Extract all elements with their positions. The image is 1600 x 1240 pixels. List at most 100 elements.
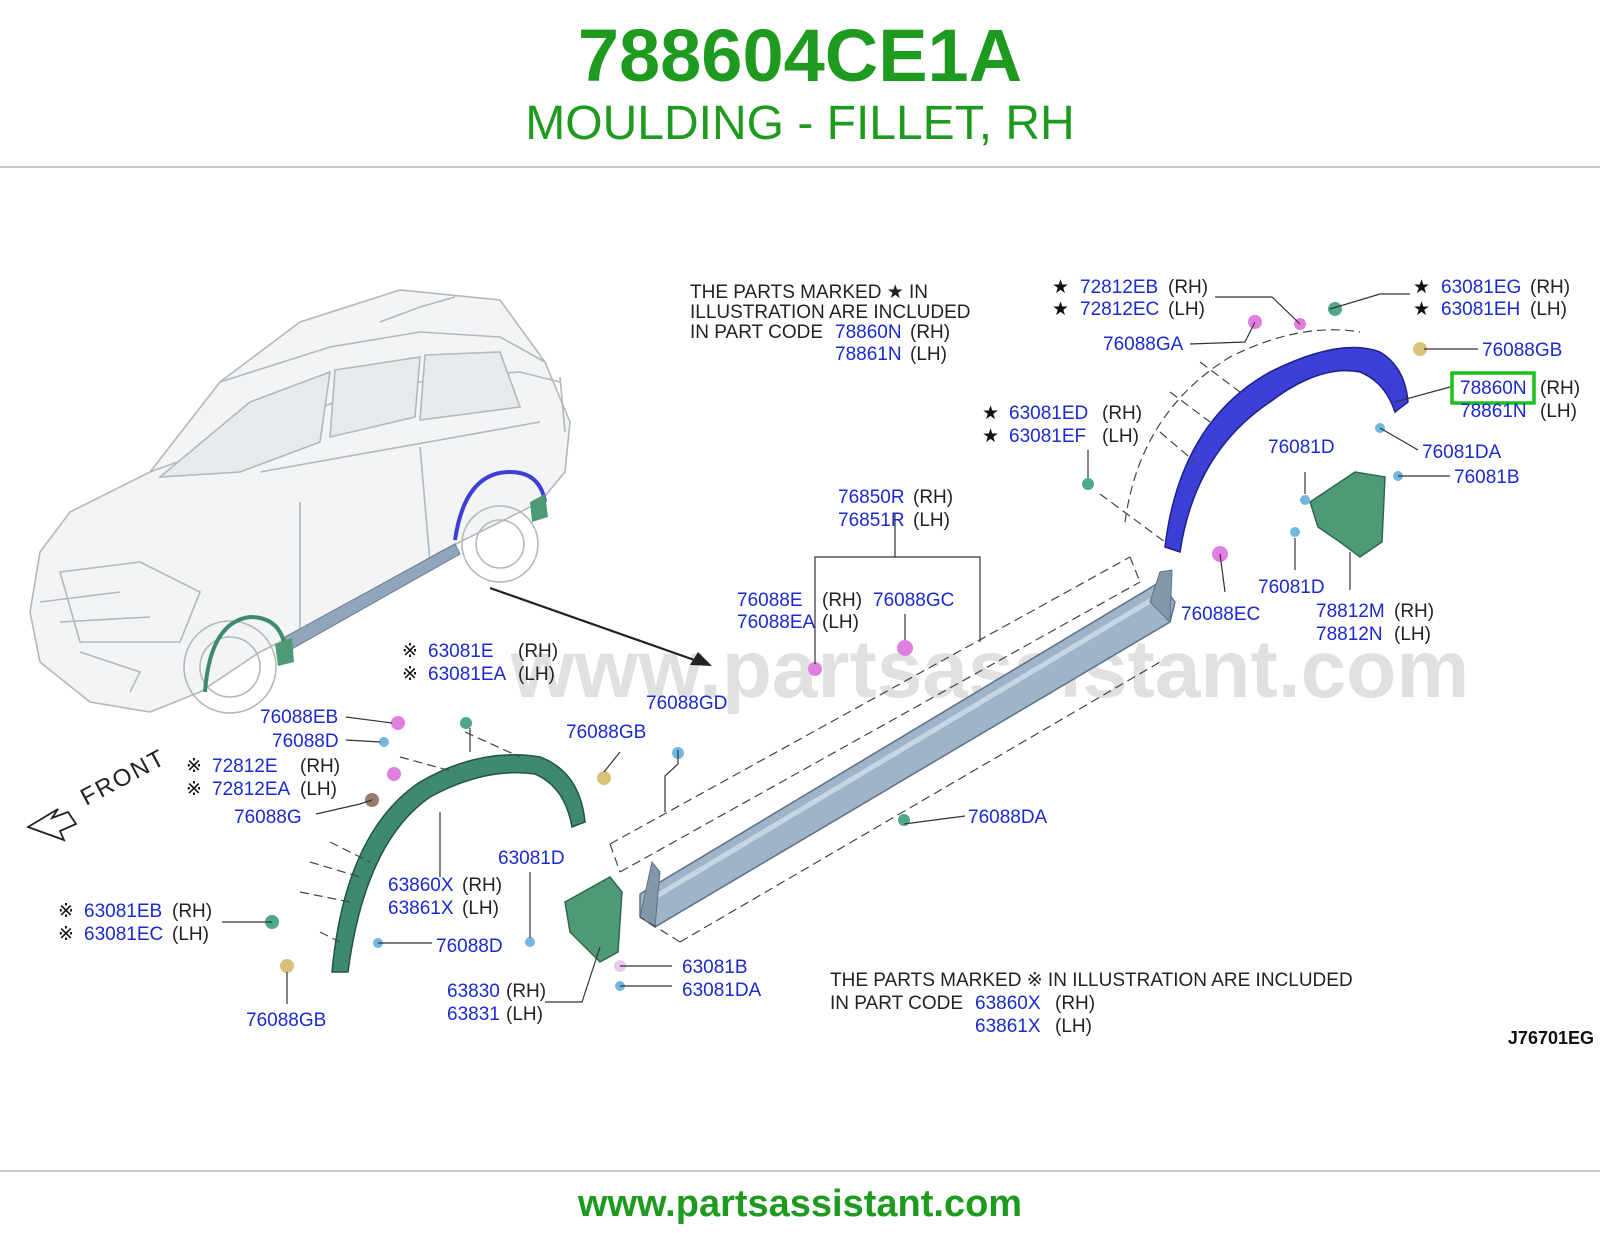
part-description: MOULDING - FILLET, RH [525, 97, 1075, 150]
callout-76088GB-middle[interactable]: 76088GB [566, 722, 646, 743]
svg-text:78861N: 78861N [835, 344, 902, 365]
note-kome: THE PARTS MARKED ※ IN ILLUSTRATION ARE I… [830, 970, 1353, 1037]
callout-63081EA[interactable]: 63081EA [428, 664, 507, 685]
svg-text:63860X: 63860X [975, 993, 1041, 1014]
callout-76081DA[interactable]: 76081DA [1422, 442, 1502, 463]
callout-76088E-side: (RH) [822, 590, 862, 611]
front-mudguard [564, 876, 623, 963]
callout-63081ED[interactable]: 63081ED [1009, 403, 1088, 424]
callout-63830[interactable]: 63830 [447, 981, 500, 1002]
callout-63081EB[interactable]: 63081EB [84, 901, 162, 922]
callout-76850R[interactable]: 76850R [838, 487, 905, 508]
callout-76088GD[interactable]: 76088GD [646, 693, 727, 714]
front-wheel-arch-moulding [331, 754, 586, 973]
callout-63081E-side: (RH) [518, 641, 558, 662]
callout-72812EA[interactable]: 72812EA [212, 779, 291, 800]
kome-mark: ※ [58, 924, 74, 945]
callout-76088EC[interactable]: 76088EC [1181, 604, 1260, 625]
callout-76088GA[interactable]: 76088GA [1103, 334, 1184, 355]
footer-divider [0, 1170, 1600, 1172]
callout-63081EH[interactable]: 63081EH [1441, 299, 1520, 320]
star-mark: ★ [982, 403, 999, 424]
parts-diagram: www.partsassistant.com FRONT [25, 277, 1594, 1048]
callout-63081EG-side: (RH) [1530, 277, 1570, 298]
callout-63831[interactable]: 63831 [447, 1004, 500, 1025]
callout-78812N[interactable]: 78812N [1316, 624, 1383, 645]
svg-text:ILLUSTRATION ARE INCLUDED: ILLUSTRATION ARE INCLUDED [690, 302, 970, 323]
callout-63081D[interactable]: 63081D [498, 848, 565, 869]
callout-78860N[interactable]: 78860N [1460, 378, 1527, 399]
callout-76088GB-lower[interactable]: 76088GB [246, 1010, 326, 1031]
star-mark: ★ [1052, 277, 1069, 298]
callout-76088D-lower[interactable]: 76088D [436, 936, 503, 957]
pointer-arrowhead [690, 652, 712, 666]
note-star: THE PARTS MARKED ★ IN ILLUSTRATION ARE I… [690, 282, 970, 365]
callout-78860N-side: (RH) [1540, 378, 1580, 399]
callout-76088E[interactable]: 76088E [737, 590, 803, 611]
car-front-moulding [203, 614, 287, 693]
callout-72812EC[interactable]: 72812EC [1080, 299, 1159, 320]
callout-76851R-side: (LH) [913, 510, 950, 531]
footer-url[interactable]: www.partsassistant.com [577, 1183, 1023, 1225]
callout-63081EA-side: (LH) [518, 664, 555, 685]
car-rear-moulding [453, 469, 547, 541]
callout-76088GB-rear[interactable]: 76088GB [1482, 340, 1562, 361]
callout-72812EA-side: (LH) [300, 779, 337, 800]
kome-mark: ※ [58, 901, 74, 922]
callout-63081DA[interactable]: 63081DA [682, 980, 762, 1001]
callout-63081EF-side: (LH) [1102, 426, 1139, 447]
callout-76850R-side: (RH) [913, 487, 953, 508]
part-code-title: 788604CE1A [577, 14, 1023, 97]
rear-wheel-arch-moulding [1164, 346, 1409, 553]
svg-text:(RH): (RH) [1055, 993, 1095, 1014]
front-assembly-lines [299, 731, 521, 943]
rear-mudguard [1309, 471, 1386, 558]
callout-76851R[interactable]: 76851R [838, 510, 905, 531]
svg-text:78860N: 78860N [835, 322, 902, 343]
svg-text:(LH): (LH) [910, 344, 947, 365]
svg-text:(RH): (RH) [910, 322, 950, 343]
svg-text:THE PARTS MARKED ※ IN ILLUSTRA: THE PARTS MARKED ※ IN ILLUSTRATION ARE I… [830, 970, 1353, 991]
callout-63860X-side: (RH) [462, 875, 502, 896]
callout-63081B[interactable]: 63081B [682, 957, 748, 978]
callout-63081EG[interactable]: 63081EG [1441, 277, 1521, 298]
callout-63081EC-side: (LH) [172, 924, 209, 945]
callout-63081ED-side: (RH) [1102, 403, 1142, 424]
callout-63081EB-side: (RH) [172, 901, 212, 922]
callout-63081EF[interactable]: 63081EF [1009, 426, 1086, 447]
star-mark: ★ [1413, 299, 1430, 320]
callout-76081D-lower[interactable]: 76081D [1258, 577, 1325, 598]
callout-76081D-upper[interactable]: 76081D [1268, 437, 1335, 458]
callout-76088EB[interactable]: 76088EB [260, 707, 338, 728]
callout-76088EA[interactable]: 76088EA [737, 612, 816, 633]
callout-78861N[interactable]: 78861N [1460, 401, 1527, 422]
callout-63081E[interactable]: 63081E [428, 641, 494, 662]
callout-63861X-side: (LH) [462, 898, 499, 919]
kome-mark: ※ [402, 641, 418, 662]
star-mark: ★ [982, 426, 999, 447]
car-front-mudguard [275, 638, 294, 666]
callout-76088D-upper[interactable]: 76088D [272, 731, 339, 752]
callout-76088G[interactable]: 76088G [234, 807, 302, 828]
callout-72812E-side: (RH) [300, 756, 340, 777]
svg-text:63861X: 63861X [975, 1016, 1041, 1037]
callout-78812M-side: (RH) [1394, 601, 1434, 622]
callout-63081EC[interactable]: 63081EC [84, 924, 163, 945]
kome-mark: ※ [186, 756, 202, 777]
rear-assembly-lines [1099, 329, 1361, 543]
callout-76081B[interactable]: 76081B [1454, 467, 1520, 488]
header-divider [0, 166, 1600, 168]
callout-78812M[interactable]: 78812M [1316, 601, 1385, 622]
highlight-box-78860N [1450, 371, 1536, 405]
callout-76088GC[interactable]: 76088GC [873, 590, 954, 611]
kome-mark: ※ [402, 664, 418, 685]
callout-63860X[interactable]: 63860X [388, 875, 454, 896]
pointer-arrow [489, 586, 701, 664]
callout-72812E[interactable]: 72812E [212, 756, 278, 777]
callout-76088DA[interactable]: 76088DA [968, 807, 1048, 828]
car-rear-mudguard [530, 494, 548, 522]
callout-63861X[interactable]: 63861X [388, 898, 454, 919]
leader-lines [222, 293, 1478, 1004]
callout-72812EB[interactable]: 72812EB [1080, 277, 1158, 298]
front-indicator: FRONT [25, 744, 171, 842]
